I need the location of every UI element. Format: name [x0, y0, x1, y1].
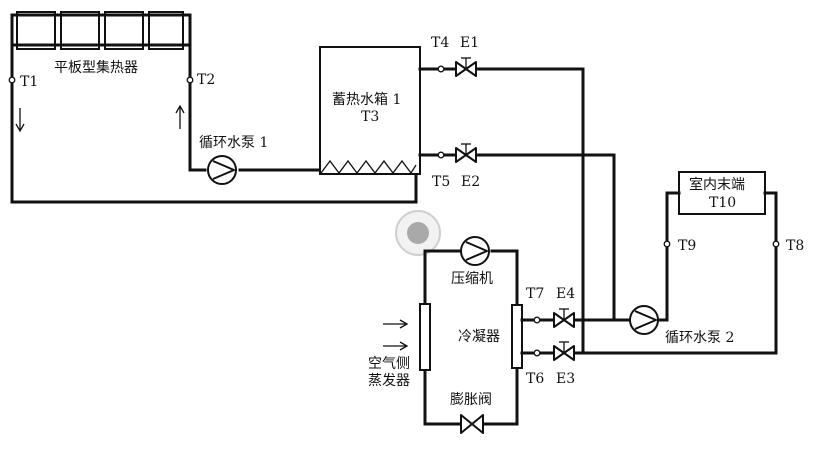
t7-label: T7 — [526, 286, 544, 302]
terminal-return-pipe — [581, 191, 778, 355]
e2-label: E2 — [461, 174, 480, 190]
t9-label: T9 — [678, 238, 696, 254]
compressor-label: 压缩机 — [451, 271, 493, 287]
t5-label: T5 — [432, 174, 450, 190]
e1-label: E1 — [460, 35, 479, 51]
sensor-t8 — [772, 240, 780, 248]
compressor-icon — [460, 236, 490, 266]
fan-icon — [395, 210, 441, 256]
tank-title: 蓄热水箱 1 — [332, 92, 401, 108]
t2-label: T2 — [197, 72, 215, 88]
sensor-t6 — [533, 349, 541, 357]
air-side-evaporator — [419, 303, 431, 371]
expansion-valve-label: 膨胀阀 — [450, 391, 492, 408]
compressor-to-condenser-line — [490, 249, 519, 309]
storage-tank — [319, 46, 421, 175]
sensor-t5 — [437, 151, 445, 159]
sensor-t7 — [533, 316, 541, 324]
pump2-label: 循环水泵 2 — [665, 330, 734, 346]
gate-valve-icon — [553, 308, 575, 328]
flow-arrow-icon — [175, 104, 185, 129]
e2-to-pump2-pipe — [476, 153, 616, 322]
gate-valve-icon — [455, 143, 477, 163]
condenser-label: 冷凝器 — [458, 329, 500, 345]
sensor-t9 — [663, 240, 671, 248]
collector-label: 平板型集热器 — [54, 59, 138, 76]
t1-label: T1 — [20, 74, 38, 90]
collector-supply-pipe — [188, 13, 207, 172]
sensor-t4 — [437, 65, 445, 73]
pump1-label: 循环水泵 1 — [199, 135, 268, 151]
evaporator-label-line2: 蒸发器 — [368, 373, 410, 389]
air-flow-arrow-icon — [383, 319, 409, 351]
terminal-title: 室内末端 — [689, 176, 745, 193]
gate-valve-icon — [553, 341, 575, 361]
evaporator-to-compressor-line — [423, 249, 461, 309]
flat-plate-collector — [10, 11, 192, 50]
expansion-valve-icon — [460, 414, 484, 434]
gate-valve-icon — [455, 57, 477, 77]
collector-panel — [148, 11, 184, 50]
pump-circle-triangle-icon — [207, 155, 237, 185]
terminal-sensor-t10: T10 — [709, 195, 736, 211]
condenser — [511, 304, 523, 369]
sensor-t2 — [186, 76, 194, 84]
expansion-to-condenser-line — [482, 366, 519, 426]
collector-panel — [60, 11, 100, 50]
e3-label: E3 — [556, 371, 575, 387]
tank-sensor-t3: T3 — [361, 109, 379, 125]
e4-label: E4 — [556, 286, 575, 302]
heating-coil-icon — [320, 159, 417, 175]
pump-circle-triangle-icon — [629, 305, 659, 335]
flow-arrow-icon — [15, 108, 25, 133]
t4-label: T4 — [431, 35, 449, 51]
e1-to-condenser-pipe — [476, 67, 585, 355]
sensor-t1 — [8, 76, 16, 84]
evaporator-to-expansion-line — [423, 366, 462, 426]
t6-label: T6 — [526, 371, 544, 387]
evaporator-label-line1: 空气侧 — [368, 356, 410, 372]
terminal-supply-pipe — [658, 191, 681, 322]
collector-return-pipe — [10, 13, 418, 204]
collector-panel — [16, 11, 56, 50]
t8-label: T8 — [786, 238, 804, 254]
collector-panel — [104, 11, 144, 50]
